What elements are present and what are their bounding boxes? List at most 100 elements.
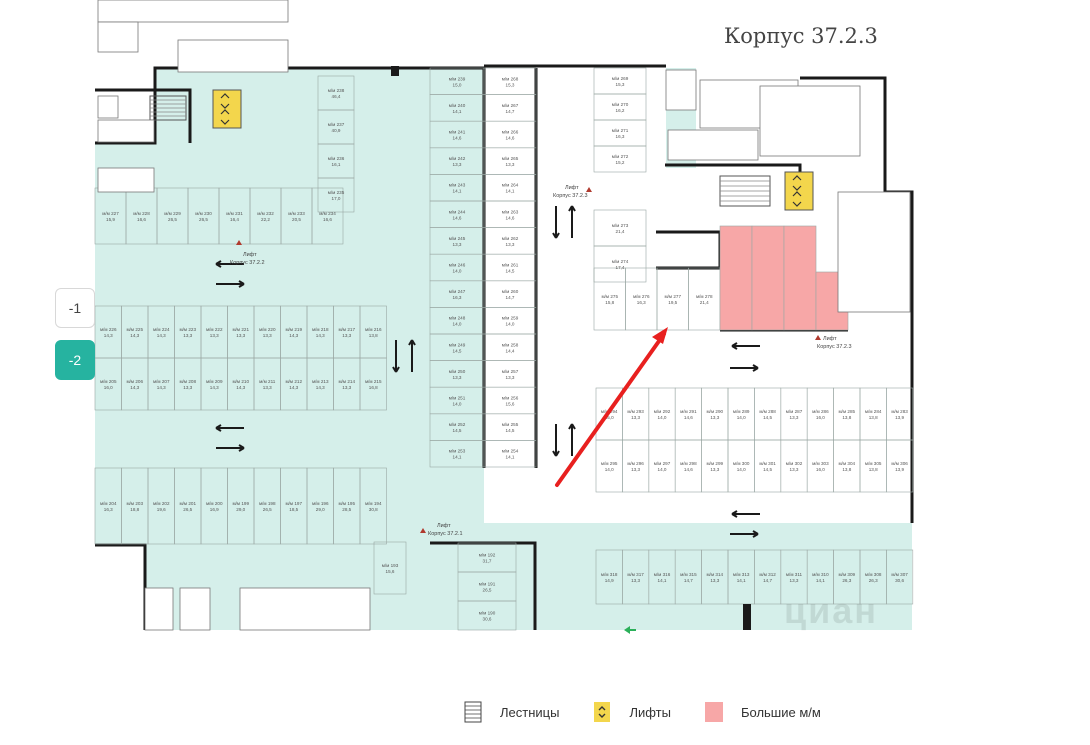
stairs-373: [719, 175, 771, 207]
spot-area: 16,0: [104, 385, 113, 390]
spot-number: м/м 200: [206, 501, 223, 506]
spot-number: м/м 306: [891, 461, 908, 466]
parking-spot[interactable]: [727, 439, 755, 493]
parking-spot[interactable]: [648, 439, 676, 493]
spot-area: 26,3: [842, 578, 851, 583]
parking-spot[interactable]: [373, 541, 407, 595]
stairs-372: [149, 95, 187, 121]
spot-area: 14,7: [506, 109, 515, 114]
spot-area: 15,6: [506, 402, 515, 407]
parking-spot[interactable]: [593, 145, 647, 173]
parking-spot[interactable]: [483, 386, 537, 415]
spot-number: м/м 218: [312, 327, 329, 332]
spot-number: м/м 261: [502, 263, 519, 268]
spot-area: 30,8: [369, 507, 378, 512]
parking-spot[interactable]: [593, 119, 647, 147]
spot-number: м/м 217: [338, 327, 355, 332]
spot-number: м/м 229: [164, 211, 181, 216]
legend-item-stairs: Лестницы: [464, 701, 559, 723]
spot-area: 13,3: [790, 578, 799, 583]
spot-area: 14,3: [236, 385, 245, 390]
parking-spot[interactable]: [701, 439, 729, 493]
floor-button-minus-2[interactable]: -2: [55, 340, 95, 380]
parking-spot[interactable]: [674, 387, 702, 441]
parking-spot[interactable]: [593, 209, 647, 247]
parking-spot[interactable]: [806, 439, 834, 493]
spot-area: 13,3: [790, 415, 799, 420]
parking-spot[interactable]: [622, 387, 650, 441]
spot-area: 30,6: [483, 617, 492, 622]
parking-spot[interactable]: [833, 387, 861, 441]
parking-spot[interactable]: [886, 387, 914, 441]
parking-spot[interactable]: [859, 387, 887, 441]
parking-spot[interactable]: [311, 187, 344, 245]
spot-number: м/м 205: [100, 379, 117, 384]
lift-label-373b: Лифт Корпус 37.2.3: [815, 335, 852, 350]
parking-spot[interactable]: [688, 267, 721, 331]
parking-spot[interactable]: [719, 225, 753, 331]
parking-spot[interactable]: [751, 225, 785, 331]
parking-spot[interactable]: [593, 245, 647, 283]
parking-spot[interactable]: [656, 267, 689, 331]
parking-spot[interactable]: [625, 267, 658, 331]
spot-number: м/м 233: [288, 211, 305, 216]
parking-spot[interactable]: [859, 439, 887, 493]
spot-number: м/м 274: [612, 259, 629, 264]
spot-number: м/м 247: [449, 289, 466, 294]
spot-number: м/м 226: [100, 327, 117, 332]
parking-spot[interactable]: [317, 177, 355, 213]
spot-area: 26,5: [199, 217, 208, 222]
spot-area: 14,3: [289, 333, 298, 338]
zone-main-left: [95, 68, 484, 630]
spot-area: 13,3: [710, 467, 719, 472]
spot-area: 16,3: [637, 300, 646, 305]
parking-spot[interactable]: [780, 439, 808, 493]
spot-number: м/м 318: [601, 572, 618, 577]
parking-spot[interactable]: [483, 120, 537, 149]
floor-button-minus-1[interactable]: -1: [55, 288, 95, 328]
parking-spot[interactable]: [593, 67, 647, 95]
parking-spot[interactable]: [359, 467, 387, 545]
spot-number: м/м 228: [133, 211, 150, 216]
legend: Лестницы Лифты Большие м/м: [464, 700, 855, 724]
parking-spot[interactable]: [701, 387, 729, 441]
parking-spot[interactable]: [457, 600, 517, 631]
parking-spot[interactable]: [674, 439, 702, 493]
spot-area: 13,3: [631, 578, 640, 583]
spot-number: м/м 197: [285, 501, 302, 506]
spot-area: 14,1: [737, 578, 746, 583]
spot-number: м/м 284: [865, 409, 882, 414]
lift-marker-373[interactable]: [784, 171, 814, 211]
parking-spot[interactable]: [754, 439, 782, 493]
spot-area: 17,0: [332, 196, 341, 201]
spot-area: 13,3: [183, 333, 192, 338]
parking-spot[interactable]: [593, 93, 647, 121]
parking-spot[interactable]: [595, 439, 623, 493]
parking-spot[interactable]: [359, 357, 387, 411]
spot-number: м/м 258: [502, 342, 519, 347]
parking-spot[interactable]: [806, 387, 834, 441]
spot-area: 13,3: [453, 242, 462, 247]
parking-spot[interactable]: [648, 387, 676, 441]
watermark-logo: циан: [784, 590, 879, 631]
spot-area: 20,5: [292, 217, 301, 222]
spot-number: м/м 198: [259, 501, 276, 506]
parking-spot[interactable]: [833, 439, 861, 493]
parking-spot[interactable]: [886, 549, 914, 605]
parking-spot[interactable]: [483, 253, 537, 282]
parking-spot[interactable]: [593, 267, 626, 331]
parking-spot[interactable]: [780, 387, 808, 441]
stairs-icon: [464, 701, 482, 723]
spot-number: м/м 312: [759, 572, 776, 577]
spot-area: 16,8: [369, 385, 378, 390]
parking-spot[interactable]: [622, 439, 650, 493]
parking-spot[interactable]: [483, 440, 537, 468]
parking-spot[interactable]: [886, 439, 914, 493]
spot-area: 18,5: [289, 507, 298, 512]
spot-number: м/м 277: [664, 294, 681, 299]
parking-spot[interactable]: [754, 387, 782, 441]
lift-marker-372[interactable]: [212, 89, 242, 129]
parking-spot[interactable]: [783, 225, 817, 331]
parking-spot[interactable]: [727, 387, 755, 441]
spot-number: м/м 208: [179, 379, 196, 384]
